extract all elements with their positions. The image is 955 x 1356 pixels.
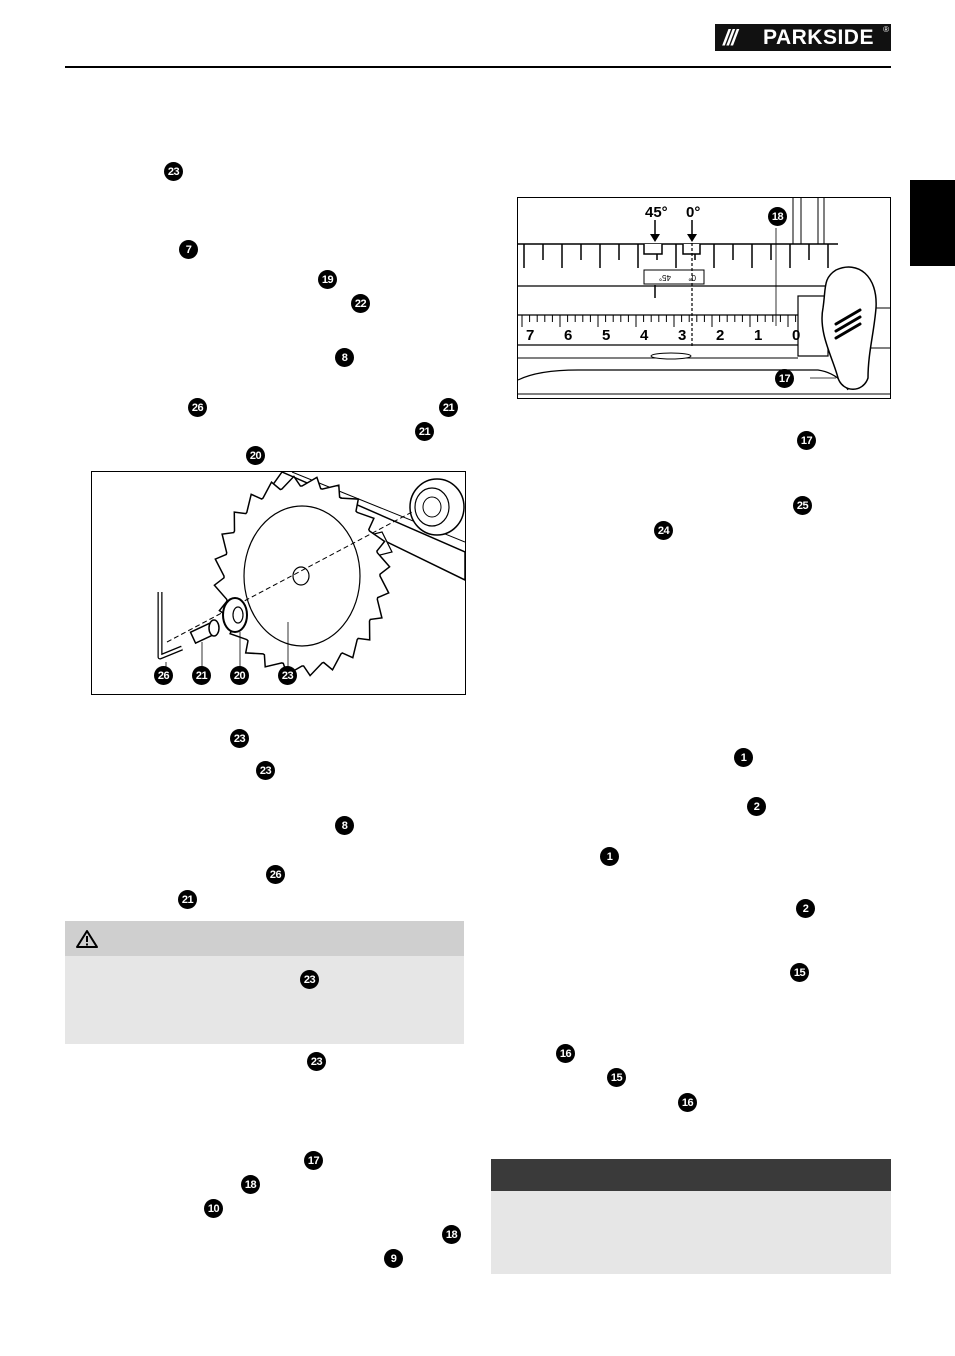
- callout-badge: 21: [439, 398, 458, 417]
- angle-45-label: 45°: [645, 204, 668, 221]
- warning-body: [65, 956, 464, 1044]
- callout-badge: 21: [415, 422, 434, 441]
- bevel-scale-figure: 45° 0° 45° 0° 7 6 5 4 3 2 1 0 18 17: [517, 197, 891, 399]
- warning-triangle-icon: [76, 930, 98, 948]
- callout-badge: 22: [351, 294, 370, 313]
- header-rule: [65, 66, 891, 68]
- clamp-knob: [821, 266, 877, 390]
- callout-badge: 9: [384, 1249, 403, 1268]
- saw-blade: [213, 475, 391, 677]
- callout-badge: 16: [678, 1093, 697, 1112]
- scale-number: 7: [526, 327, 534, 344]
- scale-number: 5: [602, 327, 610, 344]
- scale-number: 2: [716, 327, 724, 344]
- callout-badge: 15: [607, 1068, 626, 1087]
- logo-slashes: ///: [723, 24, 737, 50]
- blade-assembly-drawing: [157, 471, 466, 677]
- callout-badge: 21: [178, 890, 197, 909]
- figure-label: 20: [230, 666, 249, 685]
- callout-badge: 19: [318, 270, 337, 289]
- callout-badge: 17: [304, 1151, 323, 1170]
- callout-badge: 2: [747, 797, 766, 816]
- figure-label: 18: [768, 207, 787, 226]
- warning-header: [65, 921, 464, 956]
- note-header: [491, 1159, 891, 1191]
- callout-badge: 20: [246, 446, 265, 465]
- callout-badge: 23: [300, 970, 319, 989]
- scale-number: 6: [564, 327, 572, 344]
- scale-number: 0: [792, 327, 800, 344]
- logo-registered: ®: [883, 25, 889, 34]
- callout-badge: 7: [179, 240, 198, 259]
- scale-number: 4: [640, 327, 649, 344]
- callout-badge: 2: [796, 899, 815, 918]
- callout-badge: 23: [307, 1052, 326, 1071]
- callout-badge: 10: [204, 1199, 223, 1218]
- callout-badge: 1: [600, 847, 619, 866]
- callout-badge: 15: [790, 963, 809, 982]
- callout-badge: 25: [793, 496, 812, 515]
- callout-badge: 8: [335, 348, 354, 367]
- callout-badge: 16: [556, 1044, 575, 1063]
- angle-0-label: 0°: [686, 204, 700, 221]
- figure-label: 21: [192, 666, 211, 685]
- callout-badge: 23: [230, 729, 249, 748]
- logo-word: PARKSIDE: [763, 25, 874, 49]
- mini-0-label: 0°: [688, 273, 696, 282]
- callout-badge: 1: [734, 748, 753, 767]
- mini-45-label: 45°: [659, 273, 671, 282]
- callout-badge: 23: [256, 761, 275, 780]
- callout-badge: 18: [442, 1225, 461, 1244]
- scale-number: 1: [754, 327, 762, 344]
- callout-badge: 23: [164, 162, 183, 181]
- callout-badge: 8: [335, 816, 354, 835]
- bevel-scale-drawing: 45° 0° 45° 0° 7 6 5 4 3 2 1 0: [517, 198, 890, 395]
- note-body: [491, 1191, 891, 1274]
- figure-label: 23: [278, 666, 297, 685]
- figure-label: 17: [775, 369, 794, 388]
- callout-badge: 24: [654, 521, 673, 540]
- callout-badge: 17: [797, 431, 816, 450]
- callout-badge: 18: [241, 1175, 260, 1194]
- language-tab: [910, 180, 955, 266]
- callout-badge: 26: [188, 398, 207, 417]
- blade-assembly-figure: 26 21 20 23: [91, 471, 466, 695]
- parkside-logo: /// PARKSIDE ®: [715, 24, 891, 51]
- figure-label: 26: [154, 666, 173, 685]
- callout-badge: 26: [266, 865, 285, 884]
- scale-number: 3: [678, 327, 686, 344]
